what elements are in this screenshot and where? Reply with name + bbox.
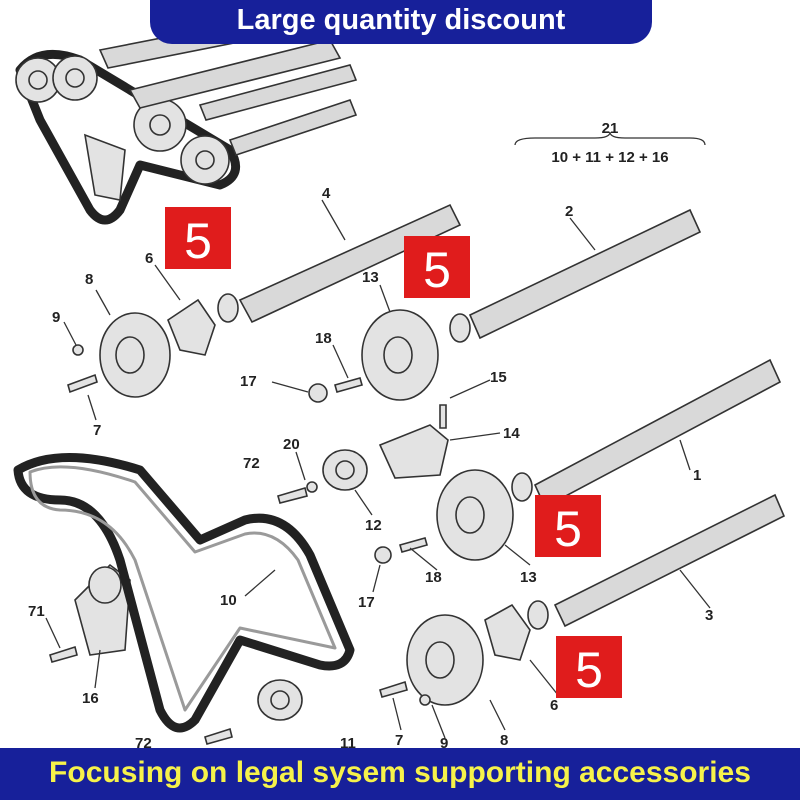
tensioner-16: [74, 563, 131, 656]
gear-13-lower: [436, 469, 514, 561]
label-13: 13: [362, 269, 379, 286]
timing-belt-10: [13, 453, 355, 733]
label-14: 14: [503, 425, 520, 442]
label-20: 20: [283, 436, 300, 453]
label-1: 1: [693, 467, 701, 484]
camshaft-3: [553, 493, 786, 628]
seal-lower: [527, 600, 549, 630]
svg-text:5: 5: [554, 501, 582, 557]
label-6-lower: 6: [550, 697, 558, 714]
roller-11: [257, 679, 303, 721]
formula-total: 21: [602, 120, 619, 137]
label-72: 72: [243, 455, 260, 472]
bolts: [49, 344, 447, 745]
label-3: 3: [705, 607, 713, 624]
label-17-lower: 17: [358, 594, 375, 611]
badge-5-b: 5: [404, 236, 470, 298]
formula-parts: 10 + 11 + 12 + 16: [551, 149, 668, 166]
svg-text:5: 5: [184, 213, 212, 269]
label-16: 16: [82, 690, 99, 707]
formula-group: 21 10 + 11 + 12 + 16: [514, 120, 706, 166]
gear-8-lower: [406, 614, 484, 706]
label-11: 11: [340, 735, 356, 752]
label-10: 10: [220, 592, 237, 609]
label-8: 8: [85, 271, 93, 288]
gear-13-upper: [361, 309, 439, 401]
label-71: 71: [28, 603, 45, 620]
label-6: 6: [145, 250, 153, 267]
roller-12: [322, 449, 368, 491]
label-9-lower: 9: [440, 735, 448, 752]
label-2: 2: [565, 203, 573, 220]
leader-lines: [45, 199, 711, 739]
seal-upper-left: [217, 293, 239, 323]
seal-middle: [511, 472, 533, 502]
label-18-lower: 18: [425, 569, 442, 586]
svg-text:5: 5: [575, 642, 603, 698]
label-4: 4: [322, 185, 331, 202]
hub-6-lower: [484, 603, 531, 661]
camshaft-1: [533, 358, 782, 509]
label-7-lower: 7: [395, 732, 403, 749]
label-8-lower: 8: [500, 732, 508, 749]
engine-detail-topleft: [15, 4, 358, 225]
label-12: 12: [365, 517, 382, 534]
label-15: 15: [490, 369, 507, 386]
hub-6-upper: [167, 298, 216, 356]
gear-8-upper: [99, 312, 171, 398]
svg-text:5: 5: [423, 242, 451, 298]
label-17: 17: [240, 373, 257, 390]
label-13-lower: 13: [520, 569, 537, 586]
camshaft-2: [468, 208, 702, 340]
badge-5-d: 5: [556, 636, 622, 698]
badge-5-c: 5: [535, 495, 601, 557]
label-7: 7: [93, 422, 101, 439]
label-18: 18: [315, 330, 332, 347]
seal-upper-right: [449, 313, 471, 343]
bottom-banner: Focusing on legal sysem supporting acces…: [0, 748, 800, 800]
top-banner: Large quantity discount: [150, 0, 652, 44]
part-number-labels: 4 2 8 6 9 13 18 17 15 7 14 20 72 1 12 10…: [28, 185, 713, 752]
label-9: 9: [52, 309, 60, 326]
label-72-lower: 72: [135, 735, 152, 752]
bracket-14: [378, 424, 449, 479]
badge-5-a: 5: [165, 207, 231, 269]
camshaft-4: [238, 203, 462, 324]
